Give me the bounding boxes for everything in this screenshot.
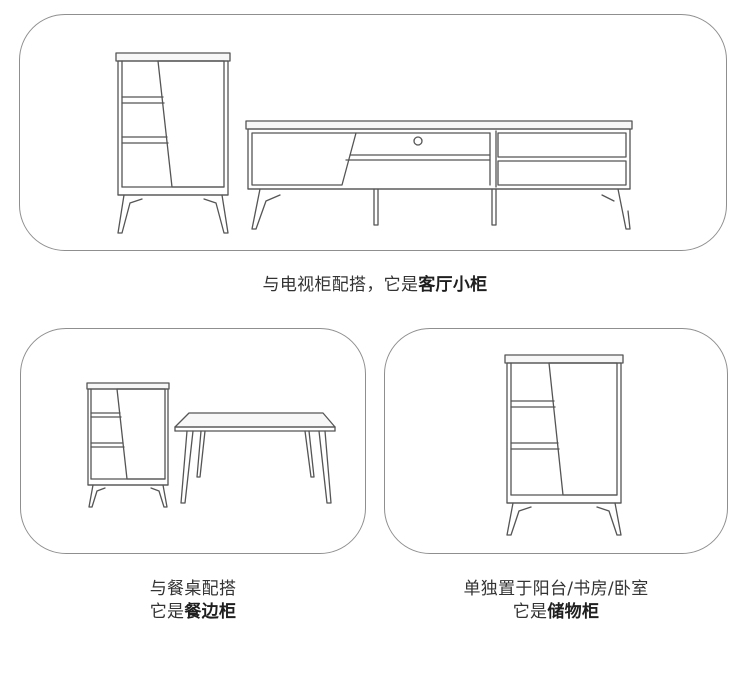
living-room-illustration bbox=[115, 52, 633, 234]
living-room-scene-panel bbox=[19, 14, 727, 251]
storage-caption-line1: 单独置于阳台/书房/卧室 bbox=[463, 579, 649, 599]
dining-caption-prefix: 它是 bbox=[149, 602, 185, 622]
living-room-caption-text: 与电视柜配搭，它是 bbox=[262, 275, 419, 295]
tv-stand-drawing bbox=[245, 120, 633, 230]
dining-caption-emphasis: 餐边柜 bbox=[184, 602, 237, 622]
storage-illustration bbox=[504, 354, 624, 536]
dining-scene-panel bbox=[20, 328, 366, 554]
storage-scene-panel bbox=[384, 328, 728, 554]
storage-cabinet-drawing bbox=[504, 354, 624, 536]
dining-table-drawing bbox=[174, 412, 336, 504]
living-room-caption-emphasis: 客厅小柜 bbox=[418, 275, 488, 295]
storage-caption-prefix: 它是 bbox=[512, 602, 548, 622]
storage-caption-line2: 它是储物柜 bbox=[384, 601, 728, 624]
dining-caption-line1: 与餐桌配搭 bbox=[149, 579, 237, 599]
storage-caption-emphasis: 储物柜 bbox=[547, 602, 600, 622]
dining-illustration bbox=[86, 382, 336, 508]
dining-caption-line2: 它是餐边柜 bbox=[20, 601, 366, 624]
storage-caption: 单独置于阳台/书房/卧室 它是储物柜 bbox=[384, 578, 728, 624]
living-room-caption: 与电视柜配搭，它是客厅小柜 bbox=[0, 274, 750, 297]
dining-caption: 与餐桌配搭 它是餐边柜 bbox=[20, 578, 366, 624]
sideboard-cabinet-drawing bbox=[86, 382, 170, 508]
side-cabinet-drawing bbox=[115, 52, 231, 234]
